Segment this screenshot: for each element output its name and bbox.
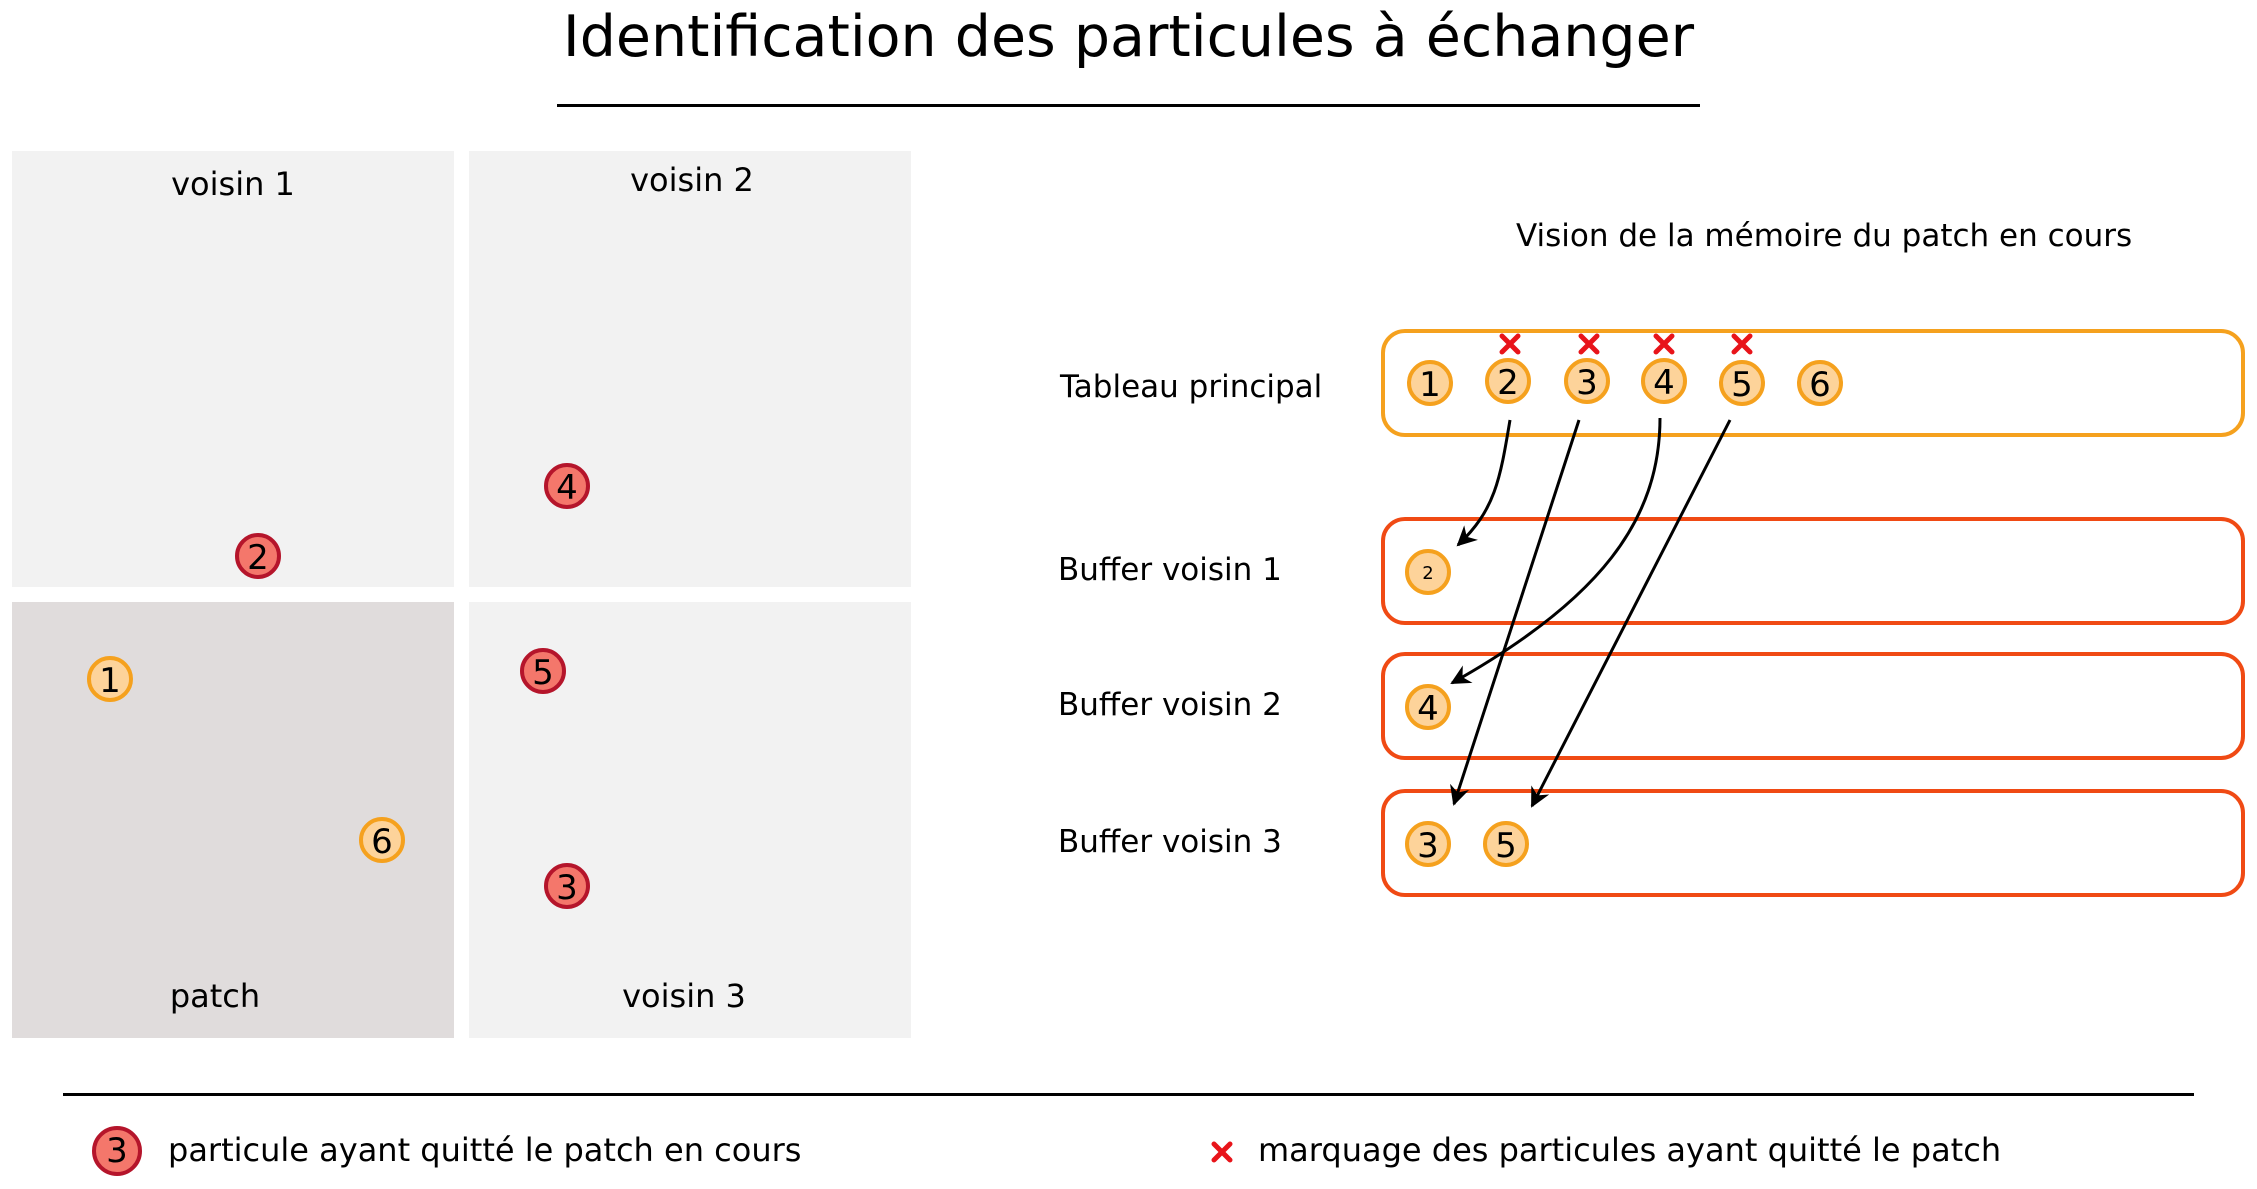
main-array-item-4: 4 <box>1641 358 1687 404</box>
buffer1-label: Buffer voisin 1 <box>1058 552 1282 588</box>
legend-divider <box>63 1093 2194 1096</box>
grid-particle-5: 5 <box>520 648 566 694</box>
grid-particle-2: 2 <box>235 533 281 579</box>
main-array-item-6: 6 <box>1797 360 1843 406</box>
neighbor3-label: voisin 3 <box>622 977 746 1015</box>
title-underline <box>557 104 1700 107</box>
legend-particle-sample: 3 <box>92 1126 142 1176</box>
buffer1-item-2: 2 <box>1405 549 1451 595</box>
buffer3-item-3: 3 <box>1405 821 1451 867</box>
main-array-item-3: 3 <box>1564 358 1610 404</box>
main-array-item-2: 2 <box>1485 358 1531 404</box>
neighbor2-cell <box>469 151 911 587</box>
cross-mark-icon <box>1211 1141 1233 1163</box>
arrow-icon <box>1530 419 1732 808</box>
buffer2-box <box>1381 652 2245 760</box>
buffer2-label: Buffer voisin 2 <box>1058 687 1282 723</box>
grid-particle-6: 6 <box>359 817 405 863</box>
neighbor1-label: voisin 1 <box>171 165 295 203</box>
buffer1-box <box>1381 517 2245 625</box>
neighbor1-cell <box>12 151 454 587</box>
cross-mark-icon <box>1731 333 1753 355</box>
grid-particle-4: 4 <box>544 463 590 509</box>
patch-label: patch <box>169 977 261 1015</box>
arrow-icon <box>1456 419 1512 547</box>
grid-particle-1: 1 <box>87 656 133 702</box>
buffer3-item-5: 5 <box>1483 821 1529 867</box>
diagram-title: Identification des particules à échanger <box>562 4 1695 70</box>
cross-mark-icon <box>1578 333 1600 355</box>
grid-particle-3: 3 <box>544 863 590 909</box>
buffer2-item-4: 4 <box>1405 684 1451 730</box>
main-array-item-5: 5 <box>1719 360 1765 406</box>
buffer3-label: Buffer voisin 3 <box>1058 824 1282 860</box>
arrow-icon <box>1450 417 1662 685</box>
cross-mark-icon <box>1499 333 1521 355</box>
legend-particle-text: particule ayant quitté le patch en cours <box>168 1131 802 1169</box>
main-array-label: Tableau principal <box>1060 369 1323 405</box>
legend-mark-text: marquage des particules ayant quitté le … <box>1258 1131 2002 1169</box>
arrow-icon <box>1450 419 1581 806</box>
main-array-item-1: 1 <box>1407 360 1453 406</box>
neighbor2-label: voisin 2 <box>630 161 754 199</box>
memory-caption: Vision de la mémoire du patch en cours <box>1516 218 2133 254</box>
cross-mark-icon <box>1653 333 1675 355</box>
